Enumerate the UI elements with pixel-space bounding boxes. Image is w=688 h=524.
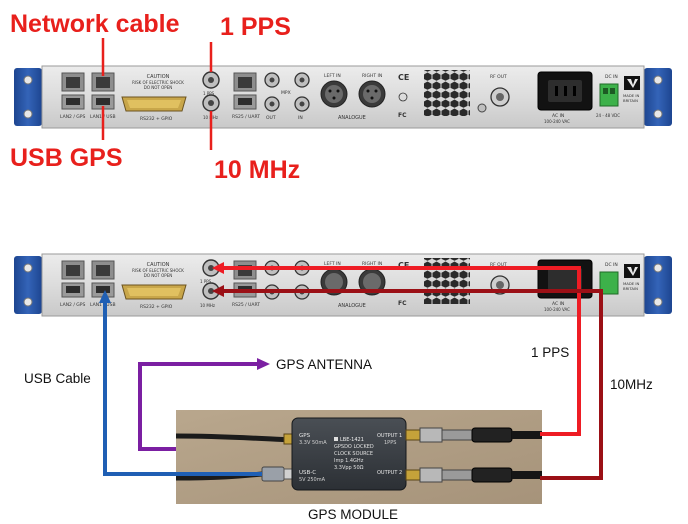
- out-label: OUT: [266, 115, 276, 121]
- module-output1: OUTPUT 1: [377, 433, 402, 439]
- lan2-port: [61, 72, 85, 110]
- dc-in-connector: [599, 83, 619, 107]
- ce-mark: CE: [398, 73, 409, 82]
- lan1-port: [91, 72, 115, 110]
- rf-out-connector: [477, 87, 510, 113]
- lan2-label: LAN2 / GPS: [60, 114, 85, 120]
- module-line2: GPSDO LOCKED: [334, 444, 374, 450]
- rf-out-label-2: RF OUT: [490, 262, 507, 268]
- right-in-label-2: RIGHT IN: [362, 261, 382, 267]
- ac-range-label: 100-240 VAC: [544, 119, 570, 124]
- usb-arrowhead: [99, 290, 111, 303]
- pps-cable-line: [222, 266, 581, 436]
- left-in-label: LEFT IN: [324, 73, 341, 79]
- caution-text-b2: RISK OF ELECTRIC SHOCK: [132, 268, 184, 273]
- module-bnc-1: [405, 427, 542, 443]
- analogue-label: ANALOGUE: [338, 115, 366, 121]
- module-line1: LBE-1421: [340, 437, 364, 443]
- brand-logo: [624, 76, 640, 90]
- right-rack-ear: [644, 68, 672, 126]
- in-label: IN: [298, 115, 303, 121]
- rs25-label: RS25 / UART: [232, 114, 260, 120]
- rs232-label: RS232 + GPIO: [140, 116, 173, 122]
- pps-bnc-connector: [202, 71, 220, 89]
- mhz-small-label-2: 10 MHz: [200, 303, 215, 308]
- fc-mark: FC: [398, 112, 407, 119]
- usb-cable-label: USB Cable: [24, 371, 91, 386]
- ten-mhz-label: 10 MHz: [214, 156, 300, 184]
- britain-label-2: BRITAIN: [623, 286, 638, 291]
- antenna-cable-line: [138, 362, 258, 451]
- ce-mark-2: CE: [398, 261, 409, 270]
- callout-lines: [101, 38, 213, 150]
- vent-grille-2: [424, 258, 470, 304]
- antenna-arrowhead: [257, 358, 270, 370]
- lan2-label-2: LAN2 / GPS: [60, 302, 85, 308]
- caution-text-b3: DO NOT OPEN: [144, 273, 172, 278]
- network-cable-label: Network cable: [10, 10, 180, 38]
- mhz-bnc-connector: [202, 94, 220, 112]
- pps-arrowhead: [212, 262, 224, 274]
- mpx-label: MPX: [281, 90, 291, 96]
- rs232-connector: [121, 96, 187, 112]
- top-rack-panel: LAN2 / GPS LAN1 / USB CAUTION RISK OF EL…: [14, 65, 672, 129]
- module-line5: 3.3Vpp 50Ω: [334, 465, 364, 471]
- gps-module-body: [291, 417, 407, 491]
- caution-text-3: DO NOT OPEN: [144, 85, 172, 90]
- info-icon: [398, 92, 408, 102]
- caution-text: CAUTION: [147, 74, 170, 80]
- left-rack-ear: [14, 68, 42, 126]
- module-gps-power: 3.3V 50mA: [299, 440, 327, 446]
- mhz-cable-line: [222, 289, 603, 480]
- rs25-port: [233, 72, 257, 110]
- left-in-label-2: LEFT IN: [324, 261, 341, 267]
- fc-mark-2: FC: [398, 300, 407, 307]
- gps-module-label: GPS MODULE: [308, 507, 398, 522]
- mpx-connectors: [264, 72, 310, 112]
- rs25-label-2: RS25 / UART: [232, 302, 260, 308]
- right-rack-ear-2: [644, 256, 672, 314]
- usb-cable-line: [103, 302, 262, 476]
- mhz-cable-label: 10MHz: [610, 377, 653, 392]
- vent-grille: [424, 70, 470, 116]
- gps-module-photo: GPS 3.3V 50mA USB-C 5V 250mA LBE-1421 GP…: [175, 410, 542, 504]
- dc-range-label: 24 - 48 VDC: [596, 113, 620, 118]
- ac-inlet: [537, 71, 593, 111]
- right-in-label: RIGHT IN: [362, 73, 382, 79]
- mhz-arrowhead: [212, 285, 224, 297]
- xlr-right-in: [358, 80, 386, 108]
- rf-out-label: RF OUT: [490, 74, 507, 80]
- analogue-label-2: ANALOGUE: [338, 303, 366, 309]
- dc-in-label: DC IN: [605, 74, 618, 80]
- dc-in-label-2: DC IN: [605, 262, 618, 268]
- usb-gps-label: USB GPS: [10, 144, 123, 172]
- pps-small-label: 1 PPS: [203, 91, 215, 96]
- made-in-label: MADE IN: [623, 93, 640, 98]
- caution-text-2: RISK OF ELECTRIC SHOCK: [132, 80, 184, 85]
- caution-text-b: CAUTION: [147, 262, 170, 268]
- ac-in-label-2: AC IN: [552, 301, 564, 307]
- pps-label: 1 PPS: [220, 13, 291, 41]
- ac-range-label-2: 100-240 VAC: [544, 307, 570, 312]
- ac-in-label: AC IN: [552, 113, 564, 119]
- module-line4: Imp 1.4GHz: [334, 458, 364, 464]
- module-usb-label: USB-C: [299, 470, 316, 476]
- module-gps-label: GPS: [299, 433, 311, 439]
- lan1-label-2: LAN1 / USB: [90, 302, 116, 308]
- britain-label: BRITAIN: [623, 98, 638, 103]
- module-line3: CLOCK SOURCE: [334, 451, 373, 457]
- module-output1-sub: 1PPS: [384, 440, 396, 446]
- pps-small-label-2: 1 PPS: [200, 279, 212, 284]
- xlr-left-in: [320, 80, 348, 108]
- module-output2: OUTPUT 2: [377, 470, 402, 476]
- bottom-rack-panel: LAN2 / GPS LAN1 / USB CAUTION RISK OF EL…: [14, 253, 672, 317]
- rs232-label-2: RS232 + GPIO: [140, 304, 173, 310]
- pps-cable-label: 1 PPS: [531, 345, 569, 360]
- module-bnc-2: [405, 467, 542, 483]
- module-usb-power: 5V 250mA: [299, 477, 326, 483]
- made-in-label-2: MADE IN: [623, 281, 640, 286]
- gps-antenna-label: GPS ANTENNA: [276, 357, 372, 372]
- left-rack-ear-2: [14, 256, 42, 314]
